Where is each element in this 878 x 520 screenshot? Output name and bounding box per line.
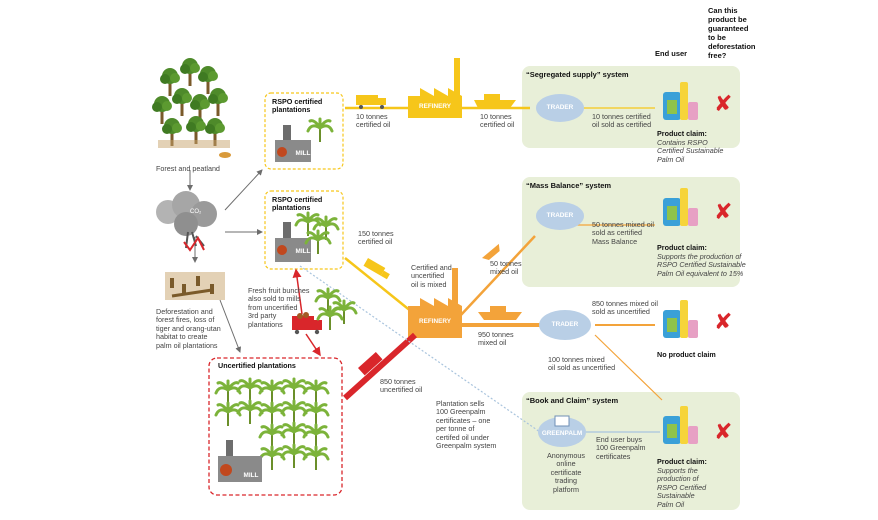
refinery-label-1: REFINERY [418, 103, 452, 110]
plantation-1-title: RSPO certified plantations [272, 97, 323, 115]
plantation-2-title: RSPO certified plantations [272, 195, 323, 213]
fresh-fruit-note: Fresh fruit bunches also sold to mills f… [248, 286, 310, 329]
system-2-claim-title: Product claim: [657, 243, 707, 252]
system-1-claim: Contains RSPO Certified Sustainable Palm… [657, 138, 724, 164]
products-row-2 [663, 188, 698, 226]
mill-label-2: MILL [295, 248, 311, 255]
trader-label-1: TRADER [546, 104, 574, 111]
x-mark-2: ✘ [714, 200, 733, 225]
forest-label: Forest and peatland [156, 164, 220, 173]
ship-icon [482, 243, 500, 261]
trader-label-3: TRADER [551, 321, 579, 328]
system-4-flow: End user buys 100 Greenpalm certificates [596, 435, 646, 461]
flow-10-certified-a: 10 tonnes certified oil [356, 112, 391, 130]
deforestation-icon [165, 272, 225, 300]
system-1-claim-title: Product claim: [657, 129, 707, 138]
system-2-flow: 50 tonnes mixed oil sold as certified Ma… [592, 220, 654, 246]
refinery-1 [408, 58, 462, 118]
flow-950-mixed: 950 tonnes mixed oil [478, 330, 514, 348]
uncertified-title: Uncertified plantations [218, 361, 296, 370]
mill-label-1: MILL [295, 150, 311, 157]
deforestation-label: Deforestation and forest fires, loss of … [156, 307, 221, 350]
products-row-4 [663, 406, 698, 444]
system-1-flow: 10 tonnes certified oil sold as certifie… [592, 112, 652, 130]
truck-icon [363, 258, 390, 280]
system-4-title: “Book and Claim” system [526, 396, 619, 405]
trader-2 [536, 202, 584, 230]
refinery-label-2: REFINERY [418, 318, 452, 325]
ship-icon [474, 94, 516, 108]
system-2-title: “Mass Balance” system [526, 181, 612, 190]
system-4-claim: Supports the production of RSPO Certifie… [657, 466, 707, 509]
flow-100-mixed: 100 tonnes mixed oil sold as uncertified [548, 355, 616, 373]
trader-3 [539, 310, 591, 340]
system-1-title: “Segregated supply” system [526, 70, 629, 79]
flow-850-uncertified: 850 tonnes uncertified oil [380, 377, 423, 395]
end-user-header: End user [655, 49, 688, 58]
truck-icon [356, 95, 386, 109]
refinery-2 [408, 268, 462, 338]
ship-icon [478, 306, 522, 320]
system-2-claim: Supports the production of RSPO Certifie… [657, 252, 746, 278]
x-mark-3: ✘ [714, 310, 733, 335]
system-4-claim-title: Product claim: [657, 457, 707, 466]
co2-label: CO₂ [190, 209, 202, 215]
plantation-box-1 [264, 92, 344, 170]
mill-icon [218, 440, 262, 482]
products-row-1 [663, 82, 698, 120]
anon-platform-note: Anonymous online certificate trading pla… [547, 451, 585, 494]
flow-150-certified: 150 tonnes certified oil [358, 229, 394, 247]
plantation-box-2 [264, 190, 344, 270]
co2-cloud-icon [156, 191, 217, 252]
question-header: Can this product be guaranteed to be def… [708, 6, 756, 60]
truck-icon [358, 351, 383, 376]
products-row-3 [663, 300, 698, 338]
forest-icon [152, 58, 231, 158]
trader-1 [536, 94, 584, 122]
x-mark-1: ✘ [714, 92, 733, 117]
mill-label-3: MILL [243, 472, 259, 479]
uncertified-box [208, 357, 343, 496]
mill-icon [275, 125, 311, 162]
system-3-claim-title: No product claim [657, 350, 716, 359]
trader-label-2: TRADER [546, 212, 574, 219]
flow-50-mixed: 50 tonnes mixed oil [490, 259, 522, 277]
greenpalm-label: GREENPALM [541, 430, 583, 437]
plantation-sells-note: Plantation sells 100 Greenpalm certifica… [436, 399, 497, 451]
greenpalm-platform [538, 417, 586, 447]
x-mark-4: ✘ [714, 420, 733, 445]
flow-10-certified-b: 10 tonnes certified oil [480, 112, 515, 130]
system-3-flow: 850 tonnes mixed oil sold as uncertified [592, 299, 658, 317]
flow-mixed: Certified and uncertified oil is mixed [411, 263, 452, 289]
fruit-truck-icon [292, 312, 322, 335]
